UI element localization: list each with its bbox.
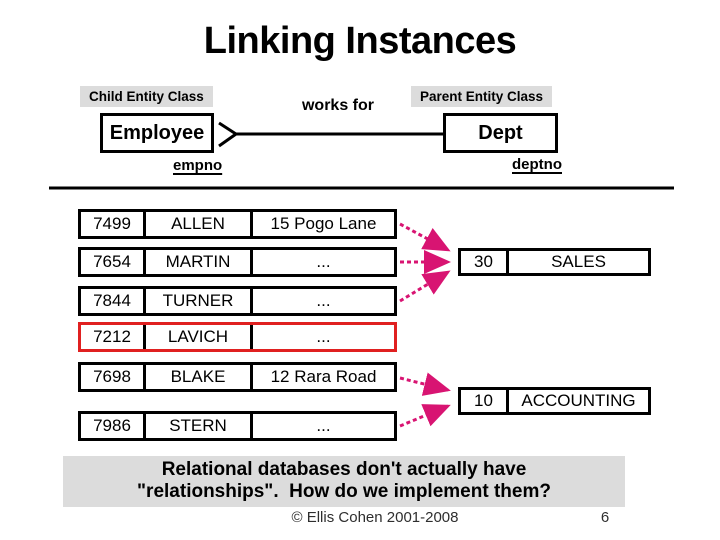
ename-cell: TURNER xyxy=(146,289,253,313)
address-cell: ... xyxy=(316,252,331,271)
message-line-2: "relationships". How do we implement the… xyxy=(137,481,551,502)
relationship-label: works for xyxy=(301,97,374,114)
employee-row: 7499 ALLEN 15 Pogo Lane xyxy=(78,209,397,239)
ename-cell: MARTIN xyxy=(146,250,253,274)
empno-cell: 7844 xyxy=(81,289,146,313)
message-line-1: Relational databases don't actually have xyxy=(161,459,527,480)
deptno-cell: 30 xyxy=(461,251,509,273)
ename-cell: ALLEN xyxy=(146,212,253,236)
dname-cell: ACCOUNTING xyxy=(521,391,636,410)
instance-link-arrows xyxy=(399,222,451,428)
ename-cell: LAVICH xyxy=(146,325,253,349)
ename-cell: BLAKE xyxy=(146,365,253,389)
link-arrow-turner-sales xyxy=(399,270,451,303)
child-key-label: empno xyxy=(173,157,223,174)
empno-cell: 7499 xyxy=(81,212,146,236)
dept-row: 10 ACCOUNTING xyxy=(458,387,651,415)
deptno-cell: 10 xyxy=(461,390,509,412)
page-title: Linking Instances xyxy=(203,20,517,62)
employee-row: 7698 BLAKE 12 Rara Road xyxy=(78,362,397,392)
crow-foot-icon xyxy=(218,121,239,148)
employee-row: 7844 TURNER ... xyxy=(78,286,397,316)
dept-row: 30 SALES xyxy=(458,248,651,276)
empno-cell: 7986 xyxy=(81,414,146,438)
child-entity-class-label: Child Entity Class xyxy=(80,86,213,107)
employee-row: 7986 STERN ... xyxy=(78,411,397,441)
dept-entity-box: Dept xyxy=(443,113,558,153)
address-cell: 15 Pogo Lane xyxy=(270,214,377,233)
message-box: Relational databases don't actually have… xyxy=(63,456,625,507)
link-arrow-allen-sales xyxy=(399,222,451,252)
link-arrow-stern-accounting xyxy=(399,404,451,428)
parent-entity-class-label: Parent Entity Class xyxy=(411,86,553,107)
empno-cell: 7212 xyxy=(81,325,146,349)
page-number: 6 xyxy=(600,509,610,526)
dname-cell: SALES xyxy=(551,252,606,271)
employee-entity-name: Employee xyxy=(109,121,205,144)
address-cell: ... xyxy=(316,327,331,346)
empno-cell: 7654 xyxy=(81,250,146,274)
parent-key-label: deptno xyxy=(512,156,562,173)
copyright-text: © Ellis Cohen 2001-2008 xyxy=(291,509,459,526)
address-cell: 12 Rara Road xyxy=(270,367,377,386)
address-cell: ... xyxy=(316,416,331,435)
employee-row: 7654 MARTIN ... xyxy=(78,247,397,277)
dept-entity-name: Dept xyxy=(478,121,523,144)
employee-row-highlighted: 7212 LAVICH ... xyxy=(78,322,397,352)
employee-entity-box: Employee xyxy=(100,113,214,153)
address-cell: ... xyxy=(316,291,331,310)
link-arrow-blake-accounting xyxy=(399,372,451,396)
ename-cell: STERN xyxy=(146,414,253,438)
empno-cell: 7698 xyxy=(81,365,146,389)
